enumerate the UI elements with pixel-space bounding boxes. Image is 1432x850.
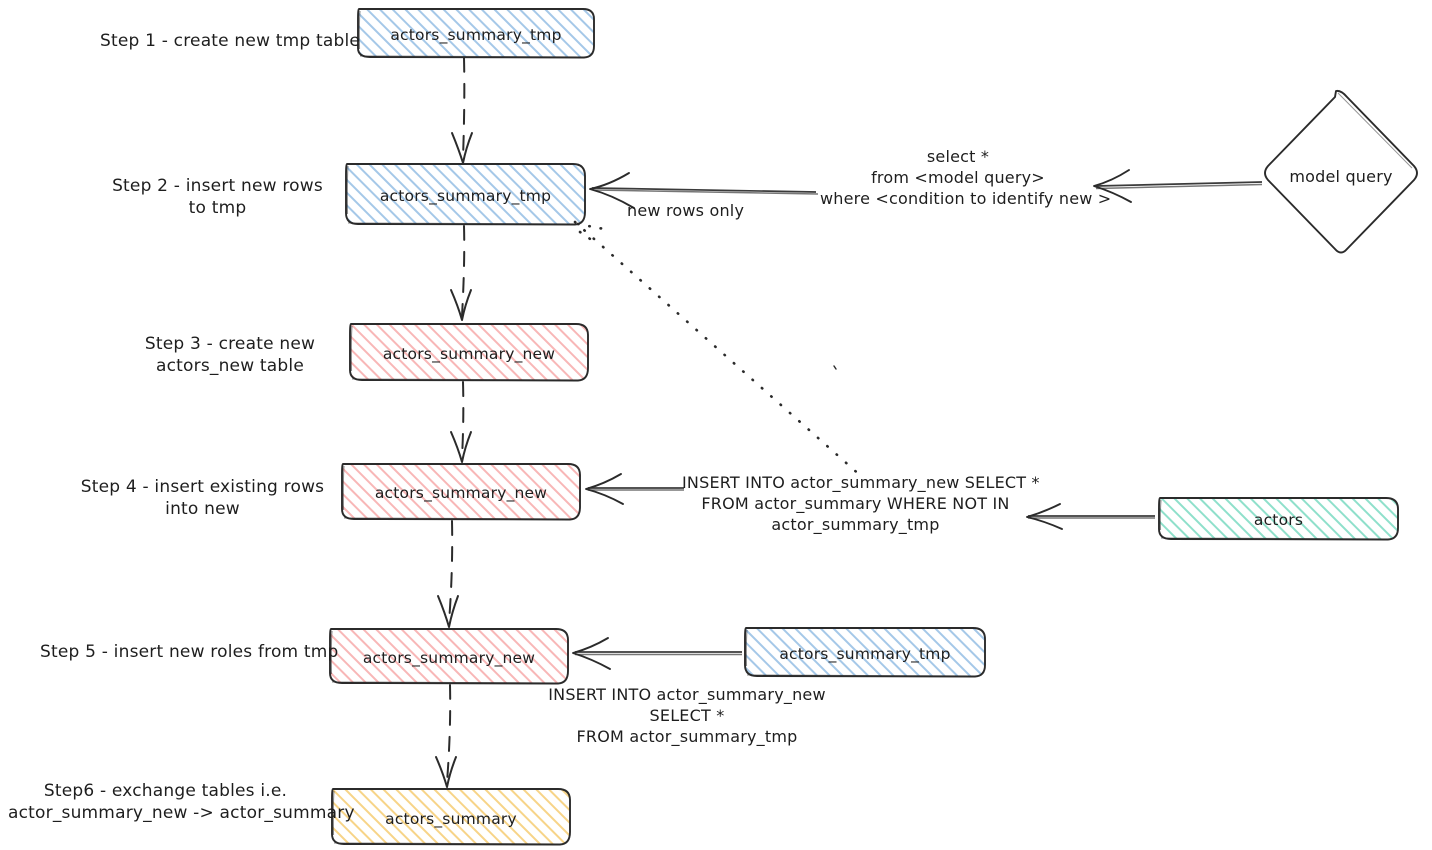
node-model-query-diamond[interactable] — [1264, 89, 1418, 254]
edge-actors-to-insert-sql — [1026, 503, 1155, 530]
step-label-2: Step 2 - insert new rows to tmp — [112, 176, 323, 219]
node-label-model-query: model query — [1289, 167, 1393, 186]
edge-tmp-right-to-step5 — [572, 637, 742, 670]
edge-step5-to-step6 — [435, 684, 457, 788]
edge-label-insert-new-roles-sql: INSERT INTO actor_summary_new SELECT * F… — [548, 685, 826, 747]
step-label-3: Step 3 - create new actors_new table — [144, 334, 316, 377]
node-label-actors-summary-tmp-1: actors_summary_tmp — [390, 26, 562, 44]
node-actors-summary-new-3[interactable] — [349, 323, 589, 382]
edge-label-model-query-sql: select * from <model query> where <condi… — [820, 147, 1112, 209]
node-actors-summary-tmp-1[interactable] — [357, 8, 595, 59]
edge-new-rows-only — [589, 172, 819, 209]
step-label-6: Step6 - exchange tables i.e. actor_summa… — [8, 781, 355, 824]
edge-label-new-rows-only: new rows only — [627, 201, 745, 220]
node-actors-summary-tmp-right[interactable] — [744, 627, 986, 678]
node-actors-source[interactable] — [1158, 497, 1399, 541]
node-label-actors-source: actors — [1253, 511, 1304, 529]
node-actors-summary-new-5[interactable] — [329, 628, 569, 685]
node-label-actors-summary-tmp-2: actors_summary_tmp — [379, 187, 552, 205]
edge-tmp-dotted-reference — [573, 220, 864, 479]
node-actors-summary-final[interactable] — [331, 788, 571, 846]
edge-step2-to-step3 — [450, 225, 472, 321]
node-label-actors-summary-new-4: actors_summary_new — [374, 484, 548, 502]
node-label-actors-summary-new-3: actors_summary_new — [382, 345, 556, 363]
node-label-actors-summary-tmp-right: actors_summary_tmp — [779, 645, 951, 663]
node-actors-summary-new-4[interactable] — [341, 463, 581, 521]
node-label-actors-summary-new-5: actors_summary_new — [362, 649, 536, 667]
edge-label-insert-existing-sql: INSERT INTO actor_summary_new SELECT * F… — [682, 473, 1040, 535]
edge-step4-to-step5 — [437, 520, 459, 628]
edge-model-query-to-sql — [1093, 169, 1263, 203]
node-label-actors-summary-final: actors_summary — [385, 810, 517, 828]
step-label-1: Step 1 - create new tmp table — [100, 31, 361, 51]
node-actors-summary-tmp-2[interactable] — [345, 163, 586, 226]
edge-insert-existing-to-step4 — [585, 473, 684, 505]
edge-step1-to-step2 — [451, 57, 473, 164]
stray-mark — [833, 365, 837, 370]
step-label-4: Step 4 - insert existing rows into new — [80, 477, 325, 520]
step-label-5: Step 5 - insert new roles from tmp — [40, 642, 339, 662]
edge-step3-to-step4 — [450, 381, 472, 463]
